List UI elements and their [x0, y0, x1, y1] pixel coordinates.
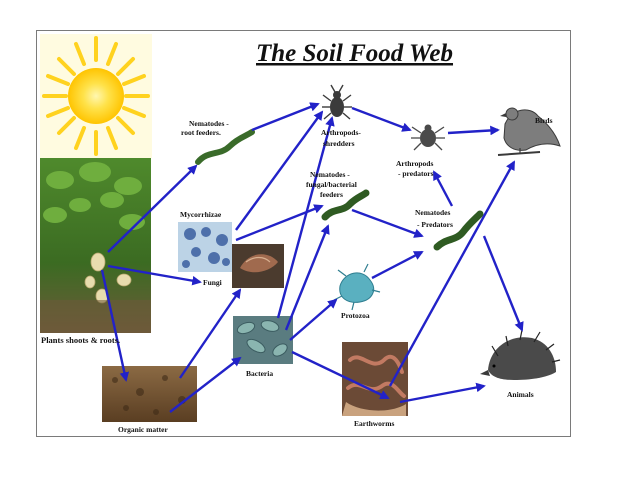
label-bacteria: Bacteria: [246, 369, 273, 378]
label-mycorrhizae: Mycorrhizae: [180, 210, 222, 219]
arrow-earthworms-to-animals: [400, 386, 484, 402]
animal-hedgehog-image: [480, 330, 560, 380]
arrow-bacteria-to-nematodes-fungal: [286, 226, 328, 330]
label-protozoa: Protozoa: [341, 311, 370, 320]
arthropod-shredder-image: [322, 85, 352, 119]
arrow-arthropods-shredders-to-arthropods-predators: [352, 108, 410, 130]
page-title: The Soil Food Web: [256, 40, 453, 67]
label-arthropods-predators-line1: Arthropods: [396, 159, 433, 168]
label-arthropods-shredders-line2: shredders: [323, 139, 355, 148]
label-nematodes-root-line2: root feeders.: [181, 128, 221, 137]
arrow-nematodes-predators-to-animals: [484, 236, 522, 330]
label-nematodes-predators-line1: Nematodes: [415, 208, 450, 217]
arrow-nematodes-fungal-to-nematodes-predators: [352, 210, 422, 236]
plants-image: [40, 158, 151, 333]
label-nematodes-fungal-line3: feeders: [320, 190, 343, 199]
label-birds: Birds: [535, 116, 553, 125]
label-arthropods-shredders-line1: Arthropods-: [321, 128, 361, 137]
mycorrhizae-image: [178, 222, 232, 272]
bacteria-image: [233, 316, 293, 364]
arrow-nematodes-root-to-arthropods-shredders: [252, 104, 318, 130]
label-animals: Animals: [507, 390, 534, 399]
sun-image: [40, 34, 152, 158]
arrow-nematodes-predators-to-arthropods-predators: [434, 172, 452, 206]
label-earthworms: Earthworms: [354, 419, 394, 428]
label-nematodes-predators-line2: - Predators: [417, 220, 453, 229]
label-fungi: Fungi: [203, 278, 222, 287]
label-organic-matter: Organic matter: [118, 425, 168, 434]
food-web-arrows: [102, 104, 522, 412]
label-nematodes-root-line1: Nematodes -: [189, 119, 229, 128]
label-nematodes-fungal-line1: Nematodes -: [310, 170, 350, 179]
earthworms-image: [342, 342, 408, 416]
arrow-arthropods-predators-to-birds: [448, 130, 498, 133]
protozoa-image: [330, 264, 384, 310]
label-nematodes-fungal-line2: fungal/bacterial: [306, 180, 357, 189]
label-plants: Plants shoots & roots.: [41, 335, 120, 345]
arthropod-predator-image: [411, 125, 445, 151]
fungi-image: [232, 244, 284, 288]
label-arthropods-predators-line2: - predators: [398, 169, 434, 178]
nematode-predator-image: [437, 214, 480, 247]
